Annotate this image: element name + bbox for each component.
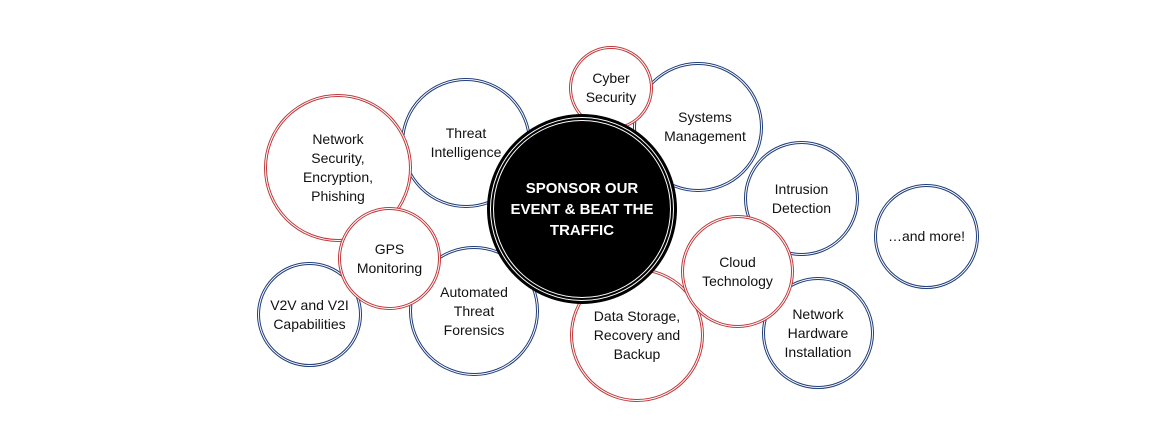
bubble-label: Automated Threat Forensics [440, 283, 508, 338]
center-sponsor-bubble: SPONSOR OUR EVENT & BEAT THE TRAFFIC [490, 117, 674, 301]
bubble-label: Network Hardware Installation [784, 305, 852, 360]
bubble-cloud-technology: Cloud Technology [681, 215, 794, 328]
bubble-label: Data Storage, Recovery and Backup [593, 307, 681, 362]
center-sponsor-label: SPONSOR OUR EVENT & BEAT THE TRAFFIC [510, 179, 654, 239]
bubble-label: Threat Intelligence [430, 125, 502, 160]
bubble-label: Network Security, Encryption, Phishing [302, 131, 374, 204]
bubble-cyber-security: Cyber Security [569, 46, 653, 130]
bubble-label: GPS Monitoring [356, 240, 423, 276]
bubble-label: Systems Management [664, 109, 746, 144]
bubble-label: Cloud Technology [702, 253, 773, 289]
bubble-label: Intrusion Detection [771, 180, 832, 216]
bubble-gps-monitoring: GPS Monitoring [338, 207, 441, 310]
bubble-and-more: …and more! [874, 184, 979, 289]
bubble-label: Cyber Security [585, 70, 637, 105]
bubble-label: V2V and V2I Capabilities [270, 296, 349, 332]
bubble-label: …and more! [887, 228, 966, 244]
